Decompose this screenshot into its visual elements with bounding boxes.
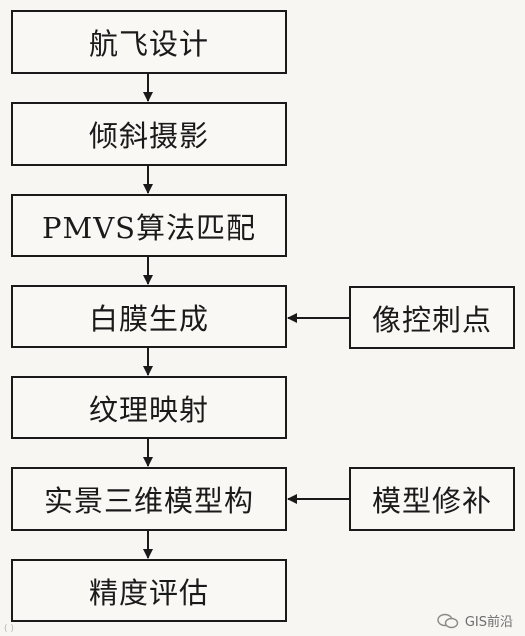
step-label: 倾斜摄影 — [88, 119, 209, 153]
step-label: 实景三维模型构 — [43, 484, 254, 518]
step-white-model: 白膜生成 — [11, 285, 287, 348]
side-control-points: 像控刺点 — [349, 286, 515, 349]
step-label: 精度评估 — [88, 575, 209, 610]
step-label: 纹理映射 — [88, 392, 209, 427]
step-pmvs-matching: PMVS算法匹配 — [11, 194, 287, 257]
step-oblique-photography: 倾斜摄影 — [11, 102, 287, 166]
step-texture-mapping: 纹理映射 — [11, 376, 287, 439]
small-watermark: ( ) — [4, 624, 14, 634]
side-label: 模型修补 — [371, 484, 492, 518]
step-label: 航飞设计 — [88, 27, 209, 61]
step-label: 白膜生成 — [88, 301, 209, 336]
step-accuracy-eval: 精度评估 — [11, 559, 287, 622]
side-model-repair: 模型修补 — [349, 467, 515, 531]
step-3d-model-build: 实景三维模型构 — [11, 467, 287, 531]
watermark-text: GIS前沿 — [464, 615, 513, 630]
wechat-icon — [437, 613, 459, 628]
step-label: PMVS算法匹配 — [41, 210, 257, 245]
watermark: GIS前沿 — [437, 611, 513, 630]
side-label: 像控刺点 — [371, 302, 492, 337]
step-flight-design: 航飞设计 — [11, 10, 287, 74]
